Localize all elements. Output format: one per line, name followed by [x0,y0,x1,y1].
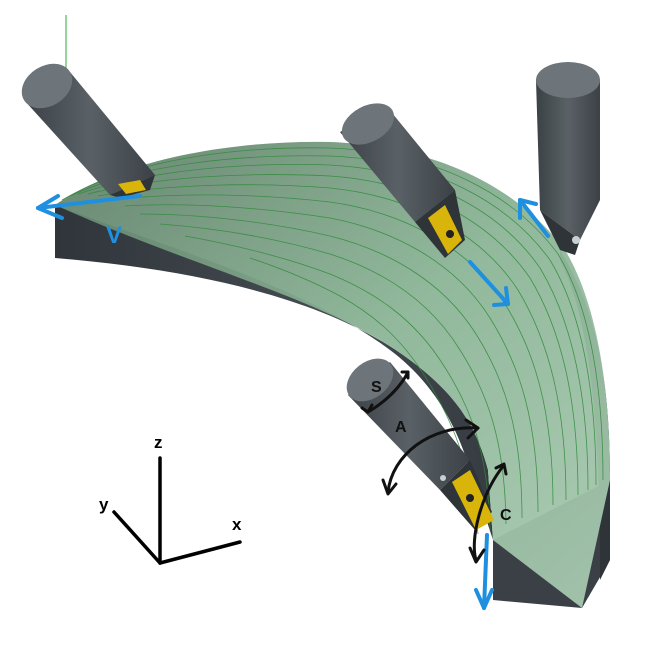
axis-y-label: y [99,495,109,514]
curved-workpiece [55,141,610,608]
rotation-arrows [360,370,508,564]
velocity-label: V [106,222,122,249]
axis-z-label: z [154,433,163,452]
cutting-tool-icon [340,103,465,258]
axis-triad-icon [112,456,242,565]
insert-icon [428,205,462,254]
rotation-c-label: C [500,507,512,524]
cutting-tool-icon [21,63,155,198]
spindle-label: S [371,379,382,396]
workpiece-top-surface [55,141,610,608]
workpiece-inner-face [55,205,493,540]
insert-icon [118,180,146,194]
toolpath-lines [61,147,604,535]
cutting-tool-icon [536,62,600,255]
feed-arrows [36,194,550,610]
tilt-a-label: A [395,419,407,436]
axis-x-label: x [232,515,242,534]
